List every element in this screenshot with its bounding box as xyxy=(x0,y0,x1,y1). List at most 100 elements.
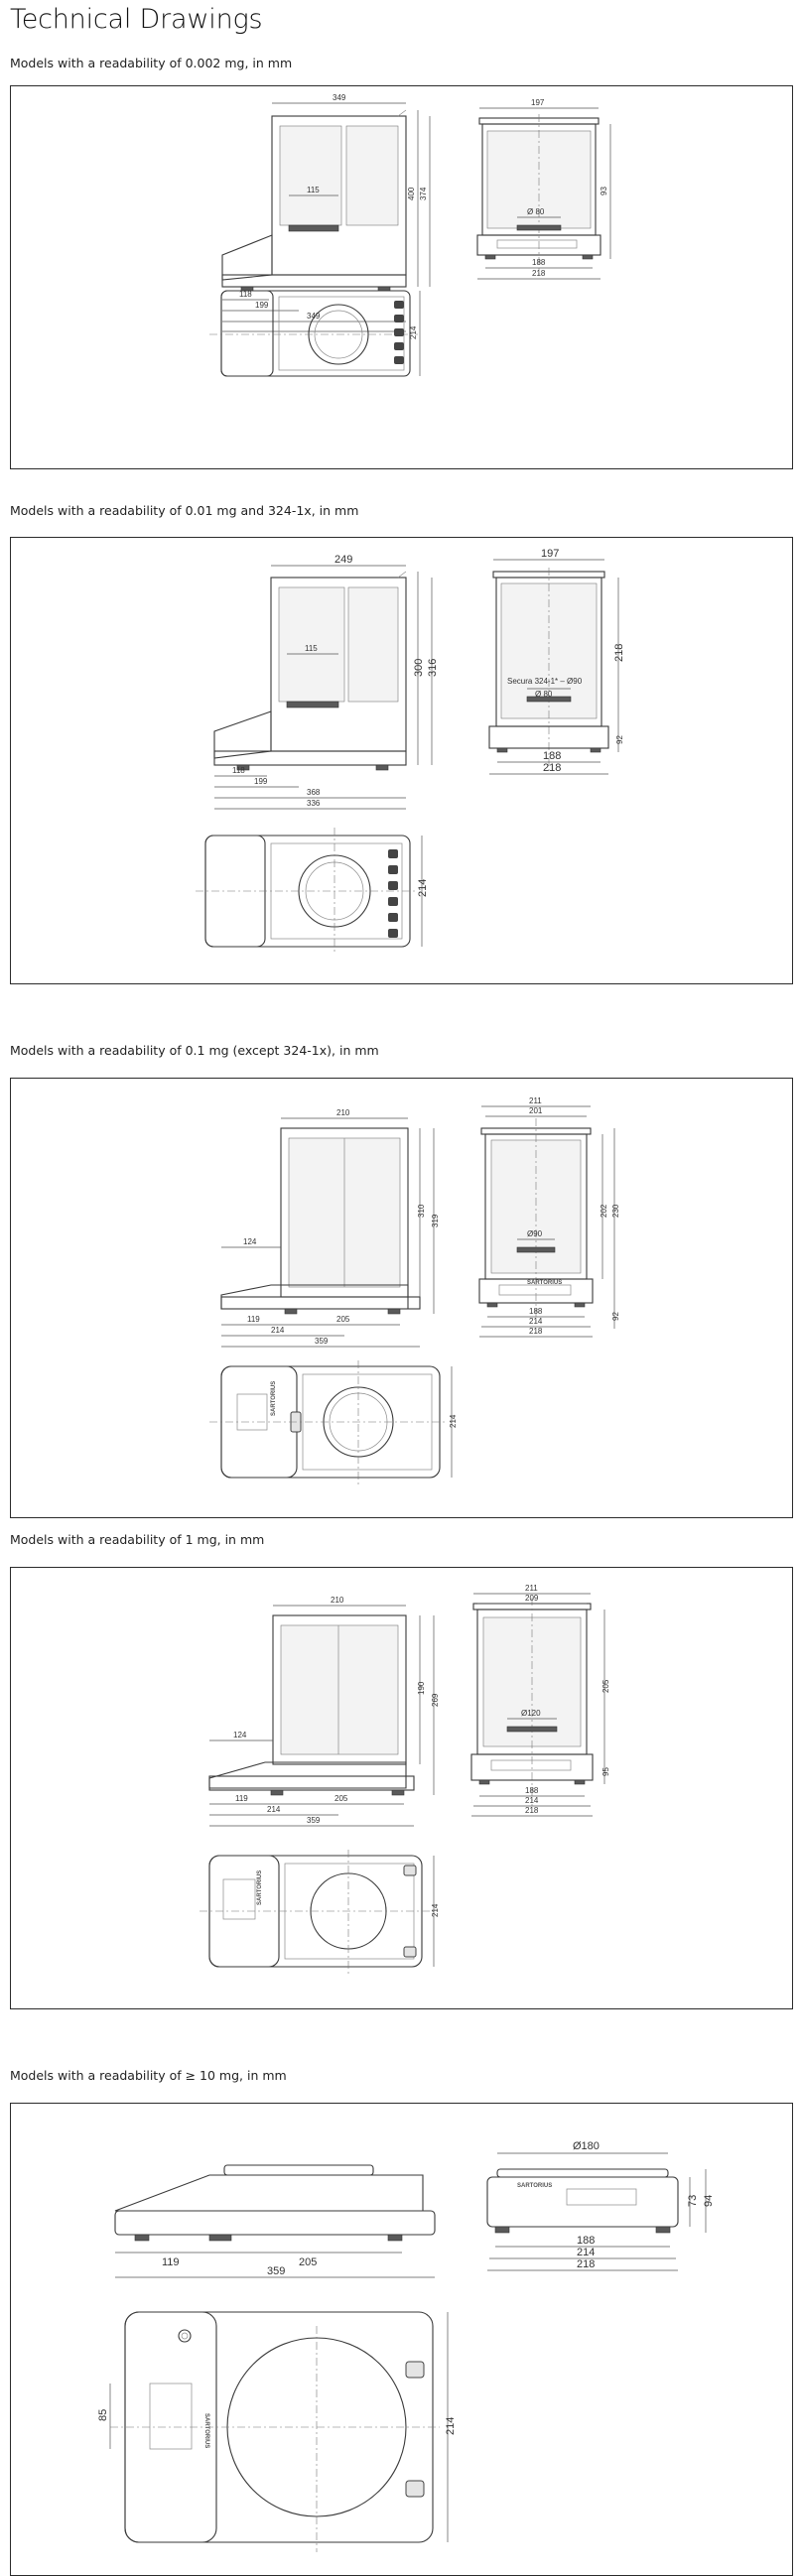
front-view: SARTORIUS Ø180 188 214 218 73 94 xyxy=(486,2140,715,2271)
dim-left-c: 349 xyxy=(307,312,321,321)
dim-gap: 124 xyxy=(233,1731,247,1739)
dim-left-c: 368 xyxy=(307,788,321,797)
dim-height: 190 xyxy=(417,1681,426,1695)
dim-front-dia: Ø 80 xyxy=(527,207,545,216)
side-view: 210 124 119 205 214 359 190 269 xyxy=(208,1596,440,1827)
dim-front-b3: 218 xyxy=(525,1806,539,1815)
technical-drawing-3: 210 124 119 205 214 359 310 319 SARTORIU… xyxy=(209,1096,620,1485)
drawing-panel-3: 210 124 119 205 214 359 310 319 SARTORIU… xyxy=(10,1078,793,1518)
dim-width: 210 xyxy=(336,1108,350,1117)
technical-drawing-5: 119 205 359 SARTORIUS Ø180 188 214 218 7… xyxy=(97,2140,715,2552)
section-caption-2: Models with a readability of 0.01 mg and… xyxy=(10,503,359,518)
technical-drawing-2: 249 115 118 199 368 336 300 316 xyxy=(196,548,625,955)
dim-width: 249 xyxy=(334,554,352,566)
brand-label: SARTORIUS xyxy=(527,1280,562,1286)
section-caption-3: Models with a readability of 0.1 mg (exc… xyxy=(10,1043,379,1058)
dim-plan-depth: 214 xyxy=(445,2417,457,2435)
front-view: 197 Ø 80 188 218 93 xyxy=(476,98,611,280)
dim-left-a: 119 xyxy=(162,2256,180,2268)
front-view: 211 209 Ø120 188 214 218 205 95 xyxy=(470,1584,610,1817)
drawing-panel-4: 210 124 119 205 214 359 190 269 xyxy=(10,1567,793,2009)
dim-left-d: 336 xyxy=(307,799,321,808)
dim-front-h2: 92 xyxy=(615,735,624,744)
brand-plan: SARTORIUS xyxy=(271,1381,277,1416)
section-caption-1: Models with a readability of 0.002 mg, i… xyxy=(10,56,293,70)
dim-height: 400 xyxy=(407,187,416,200)
dim-front-b1: 188 xyxy=(543,750,561,762)
dim-gap: 115 xyxy=(307,186,320,194)
dim-plan-depth: 214 xyxy=(431,1903,440,1917)
dim-plan-depth: 214 xyxy=(449,1414,458,1428)
plan-view: SARTORIUS 85 214 xyxy=(97,2311,457,2552)
plan-view: 214 xyxy=(196,828,429,955)
dim-left-b: 199 xyxy=(254,777,268,786)
dim-gap: 115 xyxy=(305,644,318,653)
dim-front-h2: 95 xyxy=(601,1767,610,1776)
brand-plan: SARTORIUS xyxy=(203,2413,209,2448)
dim-left-d: 359 xyxy=(315,1337,329,1346)
dim-front-b1: 188 xyxy=(529,1307,543,1316)
dim-left-b: 205 xyxy=(334,1794,348,1803)
drawing-panel-5: 119 205 359 SARTORIUS Ø180 188 214 218 7… xyxy=(10,2103,793,2576)
technical-drawing-1: 349 115 118 199 349 400 374 xyxy=(209,93,611,377)
dim-plan-depth: 214 xyxy=(417,879,429,897)
technical-drawing-4: 210 124 119 205 214 359 190 269 xyxy=(200,1584,610,1975)
section-caption-5: Models with a readability of ≥ 10 mg, in… xyxy=(10,2068,287,2083)
plan-view: SARTORIUS 214 xyxy=(209,1360,458,1485)
dim-left-a: 119 xyxy=(235,1794,248,1803)
dim-left-c: 214 xyxy=(267,1805,281,1814)
plan-view: 214 xyxy=(209,290,421,377)
dim-front-h1: 73 xyxy=(687,2195,699,2207)
dim-front-b2: 214 xyxy=(577,2247,595,2258)
section-caption-4: Models with a readability of 1 mg, in mm xyxy=(10,1532,265,1547)
dim-front-h2: 230 xyxy=(611,1204,620,1218)
dim-left-a: 119 xyxy=(247,1315,260,1324)
dim-front-h1: 202 xyxy=(600,1204,608,1218)
side-view: 349 115 118 199 349 400 374 xyxy=(221,93,431,332)
side-view: 249 115 118 199 368 336 300 316 xyxy=(213,554,439,810)
dim-front-b2: 218 xyxy=(532,269,546,278)
dim-front-b1: 188 xyxy=(577,2235,595,2247)
page-title: Technical Drawings xyxy=(10,4,263,35)
dim-height-b: 319 xyxy=(431,1214,440,1227)
dim-front-b1: 188 xyxy=(532,258,546,267)
dim-front-h2: 94 xyxy=(703,2195,715,2207)
dim-front-h: 93 xyxy=(600,187,608,195)
dim-front-top: 197 xyxy=(541,548,559,560)
dim-left-b: 205 xyxy=(299,2256,317,2268)
dim-front-t1: 211 xyxy=(525,1584,538,1593)
dim-height-b: 374 xyxy=(419,187,428,200)
dim-front-t1: 211 xyxy=(529,1096,542,1105)
plan-view: SARTORIUS 214 xyxy=(200,1850,440,1975)
brand-label: SARTORIUS xyxy=(517,2183,552,2189)
dim-front-top: 197 xyxy=(531,98,545,107)
dim-height: 310 xyxy=(417,1204,426,1218)
dim-front-h1: 218 xyxy=(613,644,625,662)
dim-left-c: 359 xyxy=(267,2265,285,2277)
dim-front-b1: 188 xyxy=(525,1786,539,1795)
dim-front-dia: Ø180 xyxy=(573,2140,600,2152)
dim-front-dia: Ø120 xyxy=(521,1709,541,1718)
side-view: 119 205 359 xyxy=(114,2164,436,2278)
dim-front-t2: 209 xyxy=(525,1594,539,1603)
dim-front-b3: 218 xyxy=(529,1327,543,1336)
dim-front-h3: 92 xyxy=(611,1312,620,1321)
dim-width: 210 xyxy=(331,1596,344,1605)
dim-front-dia: Ø 80 xyxy=(535,690,553,699)
dim-left-b: 199 xyxy=(255,301,269,310)
dim-front-dia: Ø90 xyxy=(527,1229,543,1238)
dim-height-a: 300 xyxy=(413,659,425,677)
dim-height-b: 269 xyxy=(431,1693,440,1707)
dim-front-b3: 218 xyxy=(577,2258,595,2270)
dim-front-b2: 214 xyxy=(529,1317,543,1326)
dim-width: 349 xyxy=(333,93,346,102)
dim-height-b: 316 xyxy=(427,659,439,677)
dim-front-t2: 201 xyxy=(529,1106,543,1115)
dim-front-h1: 205 xyxy=(601,1679,610,1693)
dim-front-note: Secura 324-1* – Ø90 xyxy=(507,677,583,686)
dim-left-a: 118 xyxy=(239,290,252,299)
dim-gap: 124 xyxy=(243,1237,257,1246)
dim-front-b2: 218 xyxy=(543,762,561,774)
front-view: SARTORIUS 211 201 Ø90 188 214 218 202 23… xyxy=(478,1096,620,1338)
dim-left-d: 359 xyxy=(307,1816,321,1825)
